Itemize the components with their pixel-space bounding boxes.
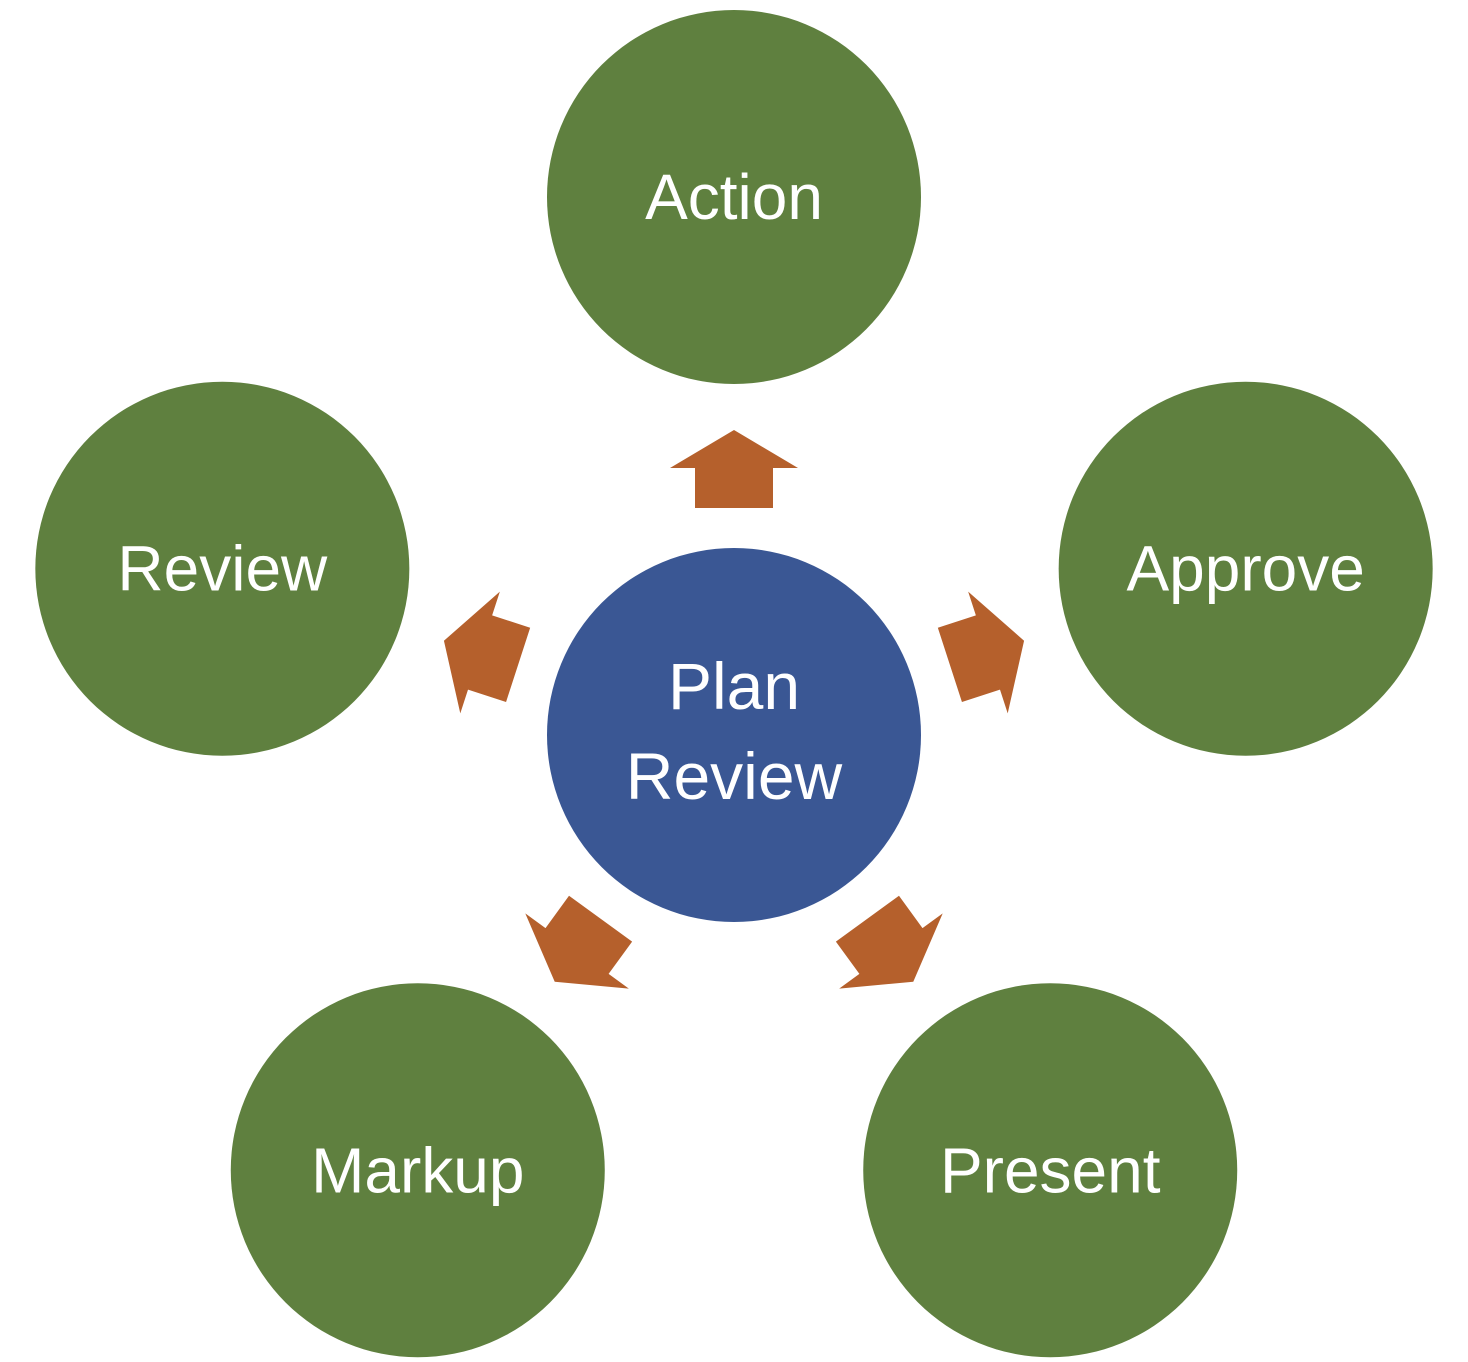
node-label: Present (940, 1134, 1161, 1206)
arrow-to-action (670, 430, 798, 508)
node-approve: Approve (1058, 381, 1433, 756)
node-review: Review (35, 381, 410, 756)
node-label: Approve (1126, 533, 1364, 605)
center-circle (547, 548, 921, 922)
node-present: Present (863, 983, 1238, 1358)
node-circle (35, 381, 410, 756)
arrow-to-review (443, 591, 531, 714)
arrow-to-approve (937, 591, 1025, 714)
node-markup: Markup (230, 983, 605, 1358)
center-label-line-2: Review (626, 739, 843, 813)
center-node: Plan Review (547, 548, 921, 922)
node-action: Action (547, 10, 921, 384)
center-label-line-1: Plan (668, 649, 800, 723)
node-circle (547, 10, 921, 384)
node-label: Review (117, 533, 328, 605)
node-label: Action (645, 161, 823, 233)
arrow-to-markup (525, 895, 633, 989)
node-circle (863, 983, 1238, 1358)
node-label: Markup (311, 1134, 524, 1206)
arrow-to-present (835, 895, 943, 989)
node-circle (230, 983, 605, 1358)
node-circle (1058, 381, 1433, 756)
